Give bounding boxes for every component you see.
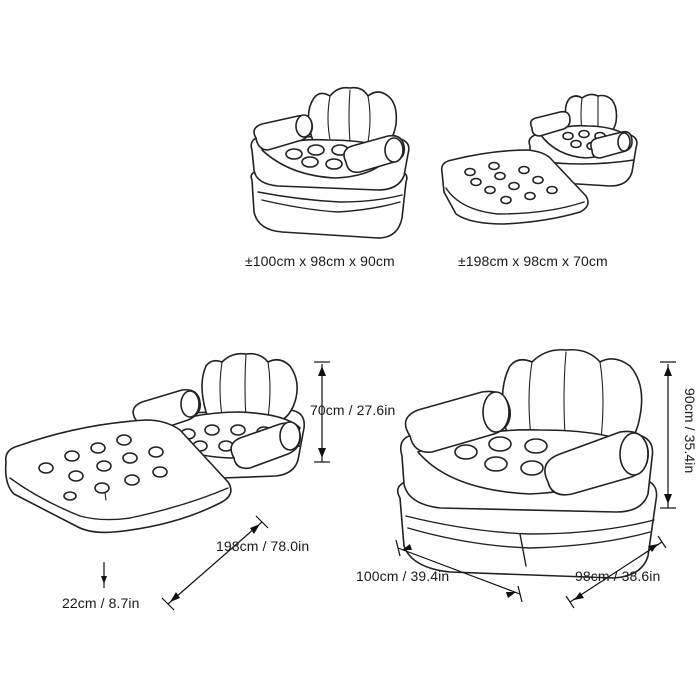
bed-height-arrow — [314, 361, 330, 463]
bed-large-tufts — [38, 434, 168, 501]
bed-small-illustration — [440, 93, 638, 225]
bed-dimensions-label: ±198cm x 98cm x 70cm — [458, 253, 608, 269]
bed-height-label: 70cm / 27.6in — [310, 402, 396, 418]
chair-height-arrow — [660, 361, 676, 509]
bed-length-arrow — [161, 515, 269, 611]
bed-thickness-arrow — [101, 562, 107, 588]
chair-height-label: 90cm / 35.4in — [682, 388, 698, 474]
bed-thickness-label: 22cm / 8.7in — [62, 595, 140, 611]
bed-small-tufts — [464, 161, 558, 205]
chair-small-illustration — [250, 86, 410, 239]
chair-width-arrow — [395, 539, 523, 603]
chair-depth-label: 98cm / 38.6in — [575, 568, 661, 584]
chair-width-label: 100cm / 39.4in — [356, 568, 450, 584]
bed-length-label: 198cm / 78.0in — [216, 538, 310, 554]
bed-large-illustration — [4, 352, 306, 534]
chair-dimensions-label: ±100cm x 98cm x 90cm — [245, 253, 395, 269]
chair-large-illustration — [396, 348, 658, 579]
chair-depth-arrow — [565, 535, 667, 609]
